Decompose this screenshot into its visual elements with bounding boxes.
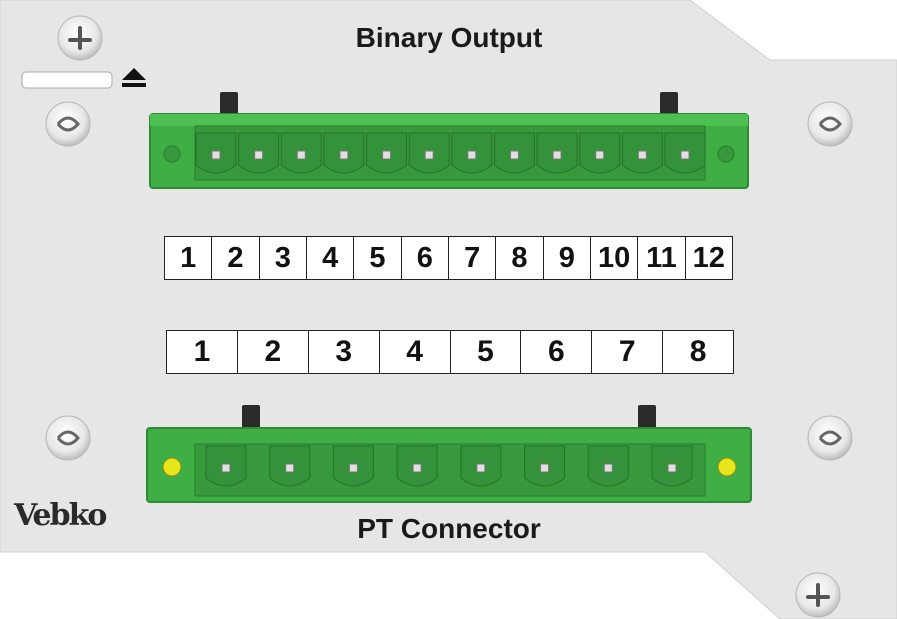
binary-output-label-1: 1 (165, 237, 213, 279)
screw-icon (45, 101, 91, 147)
binary-output-label-11: 11 (638, 237, 686, 279)
pt-connector[interactable] (146, 405, 752, 503)
binary-output-terminal-8[interactable] (493, 132, 535, 174)
binary-output-terminal-2[interactable] (238, 132, 280, 174)
binary-output-terminal-4[interactable] (323, 132, 365, 174)
screw-icon (57, 15, 103, 61)
pt-connector-terminal-4[interactable] (396, 445, 438, 487)
pt-connector-title: PT Connector (357, 513, 541, 544)
pt-connector-terminal-5[interactable] (460, 445, 502, 487)
binary-output-label-2: 2 (212, 237, 260, 279)
binary-output-terminal-12[interactable] (664, 132, 706, 174)
binary-output-terminal-1[interactable] (195, 132, 237, 174)
screw-icon (45, 415, 91, 461)
pt-connector-label-2: 2 (238, 331, 309, 373)
pt-connector-terminal-8[interactable] (651, 445, 693, 487)
pt-connector-label-5: 5 (451, 331, 522, 373)
pt-connector-label-4: 4 (380, 331, 451, 373)
binary-output-label-8: 8 (496, 237, 544, 279)
screw-icon (807, 415, 853, 461)
pt-connector-terminal-7[interactable] (587, 445, 629, 487)
pt-connector-label-1: 1 (167, 331, 238, 373)
screw-icon (795, 572, 841, 618)
binary-output-label-9: 9 (544, 237, 591, 279)
binary-output-label-5: 5 (354, 237, 402, 279)
pt-connector-label-8: 8 (689, 335, 707, 368)
pt-connector-label-3: 3 (309, 331, 380, 373)
latch-tab[interactable] (21, 71, 113, 89)
binary-output-terminal-5[interactable] (366, 132, 408, 174)
binary-output-terminal-6[interactable] (408, 132, 450, 174)
binary-output-label-3: 3 (260, 237, 307, 279)
pt-connector-terminal-6[interactable] (524, 445, 566, 487)
screw-icon (807, 101, 853, 147)
binary-output-label-4: 4 (307, 237, 355, 279)
pt-connector-terminal-1[interactable] (205, 445, 247, 487)
binary-output-terminal-7[interactable] (451, 132, 493, 174)
binary-output-terminal-3[interactable] (280, 132, 322, 174)
pt-connector-terminal-2[interactable] (269, 445, 311, 487)
binary-output-label-7: 7 (449, 237, 497, 279)
binary-output-label-10: 10 (591, 237, 639, 279)
binary-output-label-6: 6 (402, 237, 449, 279)
binary-output-terminal-11[interactable] (621, 132, 663, 174)
binary-output-terminal-9[interactable] (536, 132, 578, 174)
pt-connector-label-6: 6 (521, 331, 593, 373)
binary-output-label-12: 12 (692, 241, 725, 274)
pt-connector-label-7: 7 (592, 331, 664, 373)
binary-output-connector[interactable] (149, 92, 749, 189)
binary-output-terminal-10[interactable] (579, 132, 621, 174)
pt-connector-terminal-3[interactable] (332, 445, 374, 487)
vebko-logo: Vebko (14, 498, 107, 533)
eject-icon[interactable] (120, 66, 148, 90)
binary-output-title: Binary Output (355, 22, 543, 53)
